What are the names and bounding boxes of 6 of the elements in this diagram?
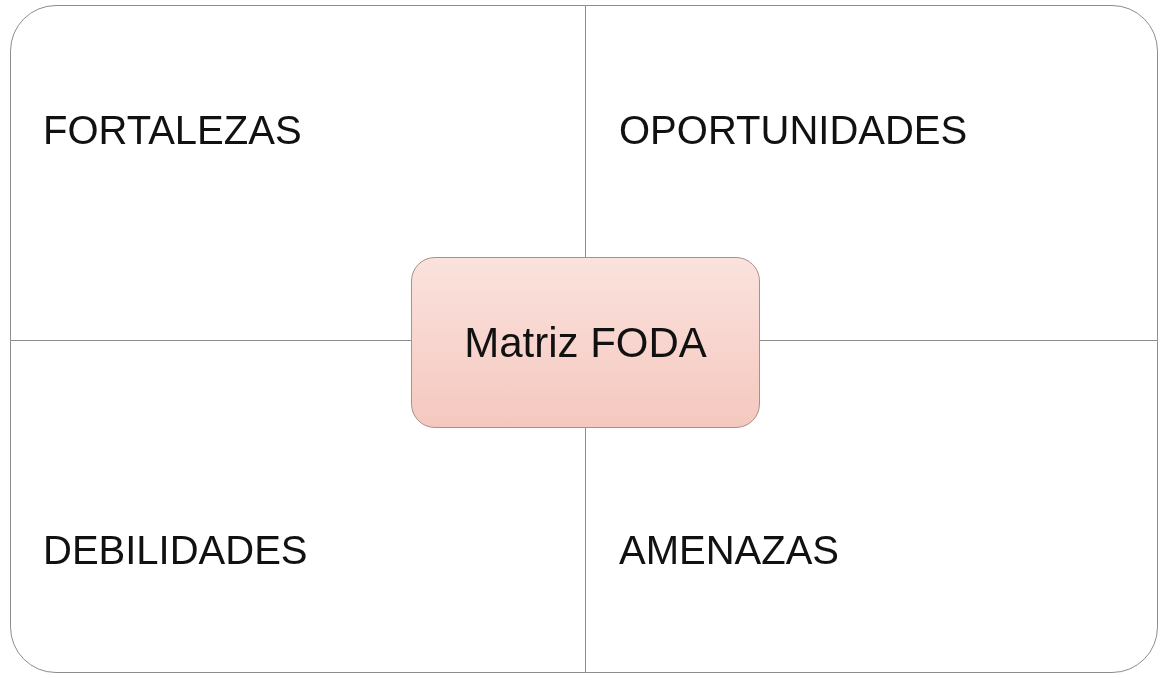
quadrant-title: OPORTUNIDADES [619,108,968,153]
center-box [411,257,760,428]
quadrant-title: AMENAZAS [619,528,840,573]
quadrant-title: DEBILIDADES [43,528,308,573]
quadrant-title: FORTALEZAS [43,108,302,153]
center-title: Matriz FODA [464,318,707,367]
